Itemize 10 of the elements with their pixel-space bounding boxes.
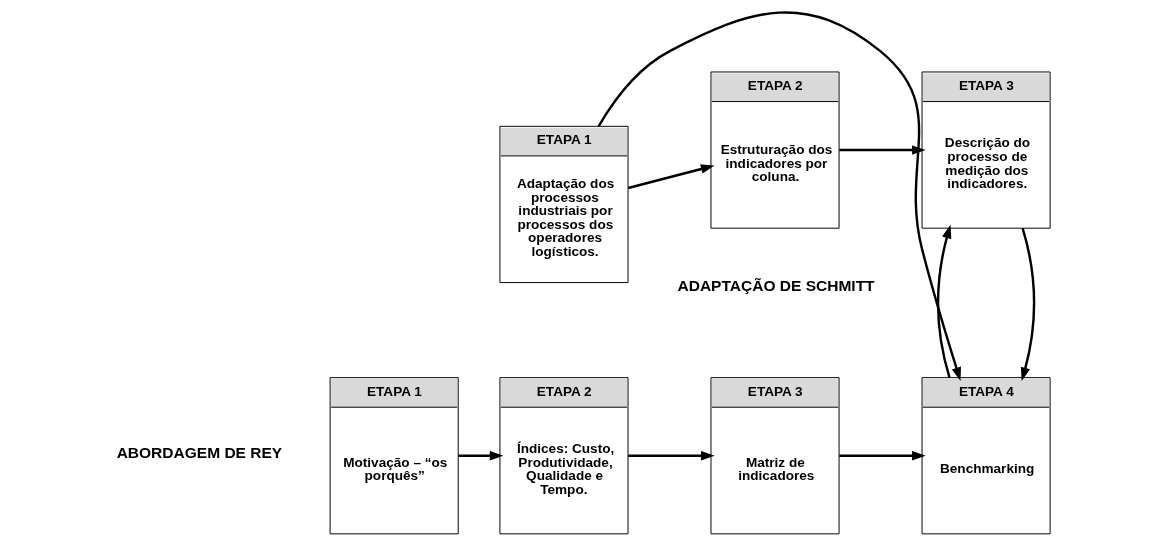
arrow (627, 164, 715, 190)
arrow (628, 450, 715, 461)
arrow (839, 145, 926, 155)
label: ADAPTAÇÃO DE SCHMITT (677, 276, 875, 294)
arrow (1020, 227, 1036, 382)
arrow (597, 11, 961, 381)
arrow (839, 450, 926, 461)
arrow (458, 450, 504, 461)
label: ABORDAGEM DE REY (116, 444, 283, 462)
arrow (936, 224, 952, 378)
